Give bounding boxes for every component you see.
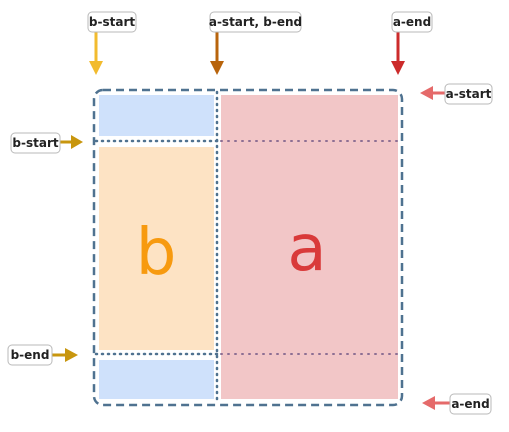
top-arrow-a-end (391, 32, 405, 75)
right-arrow-a-start (420, 86, 445, 100)
right-arrow-a-end (422, 396, 450, 410)
label-left-b-start: b-start (10, 132, 61, 154)
blue-cell-top (99, 95, 214, 136)
label-right-a-start: a-start (444, 83, 493, 105)
left-arrow-b-start (60, 135, 83, 149)
orange-cell-b (99, 147, 214, 350)
area-a-letter: a (287, 212, 326, 286)
left-arrow-b-end (52, 348, 78, 362)
label-top-b-start: b-start (87, 11, 137, 33)
pink-cell-a (221, 95, 398, 399)
svg-text:a-end: a-end (393, 15, 431, 29)
label-top-a-start-b-end: a-start, b-end (209, 11, 302, 33)
svg-text:a-end: a-end (451, 397, 489, 411)
svg-text:b-start: b-start (12, 136, 58, 150)
top-arrow-b-start (89, 32, 103, 75)
svg-text:a-start, b-end: a-start, b-end (209, 15, 302, 29)
svg-text:b-end: b-end (11, 348, 50, 362)
area-b-letter: b (136, 216, 177, 290)
svg-text:a-start: a-start (446, 87, 492, 101)
label-right-a-end: a-end (449, 393, 492, 415)
top-arrow-a-start-b-end (210, 32, 224, 75)
blue-cell-bottom (99, 360, 214, 399)
svg-text:b-start: b-start (89, 15, 135, 29)
grid-container-border (92, 88, 404, 407)
label-top-a-end: a-end (391, 11, 433, 33)
label-left-b-end: b-end (7, 344, 53, 366)
